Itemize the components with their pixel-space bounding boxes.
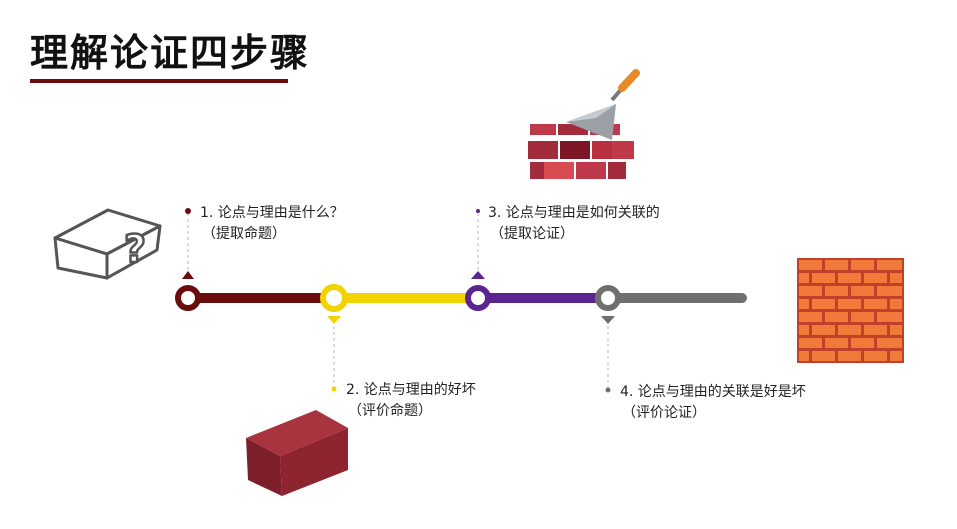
marker-up-1 xyxy=(182,271,194,279)
node-2 xyxy=(320,284,348,312)
marker-up-3 xyxy=(471,271,485,279)
question-box-icon: ? xyxy=(53,208,162,280)
red-brick-icon xyxy=(246,410,348,496)
step-3-subtext: （提取论证） xyxy=(490,226,574,242)
caption-dot-3 xyxy=(476,209,480,213)
step-3-text: 3. 论点与理由是如何关联的 xyxy=(488,205,660,221)
step-2-text: 2. 论点与理由的好坏 xyxy=(346,382,476,398)
step-4-text: 4. 论点与理由的关联是好是坏 xyxy=(620,384,806,400)
marker-down-2 xyxy=(327,316,341,324)
step-4-subtext: （评价论证） xyxy=(622,405,706,421)
page-title: 理解论证四步骤 xyxy=(30,31,311,75)
svg-text:?: ? xyxy=(124,227,146,271)
step-3-caption: 3. 论点与理由是如何关联的 （提取论证） xyxy=(488,203,660,245)
marker-down-4 xyxy=(601,316,615,324)
caption-dot-1 xyxy=(185,208,191,214)
brick-wall-icon xyxy=(797,258,904,363)
node-4 xyxy=(595,285,621,311)
step-1-subtext: （提取命题） xyxy=(202,226,286,242)
trowel-bricks-icon xyxy=(528,69,640,179)
caption-dot-2 xyxy=(331,386,337,392)
step-2-caption: 2. 论点与理由的好坏 （评价命题） xyxy=(346,380,476,422)
title-underline xyxy=(30,79,288,83)
step-1-caption: 1. 论点与理由是什么？ （提取命题） xyxy=(200,203,344,245)
step-4-caption: 4. 论点与理由的关联是好是坏 （评价论证） xyxy=(620,382,806,424)
caption-dot-4 xyxy=(605,387,611,393)
step-2-subtext: （评价命题） xyxy=(348,403,432,419)
node-3 xyxy=(465,285,491,311)
node-1 xyxy=(175,285,201,311)
step-1-text: 1. 论点与理由是什么？ xyxy=(200,205,344,221)
